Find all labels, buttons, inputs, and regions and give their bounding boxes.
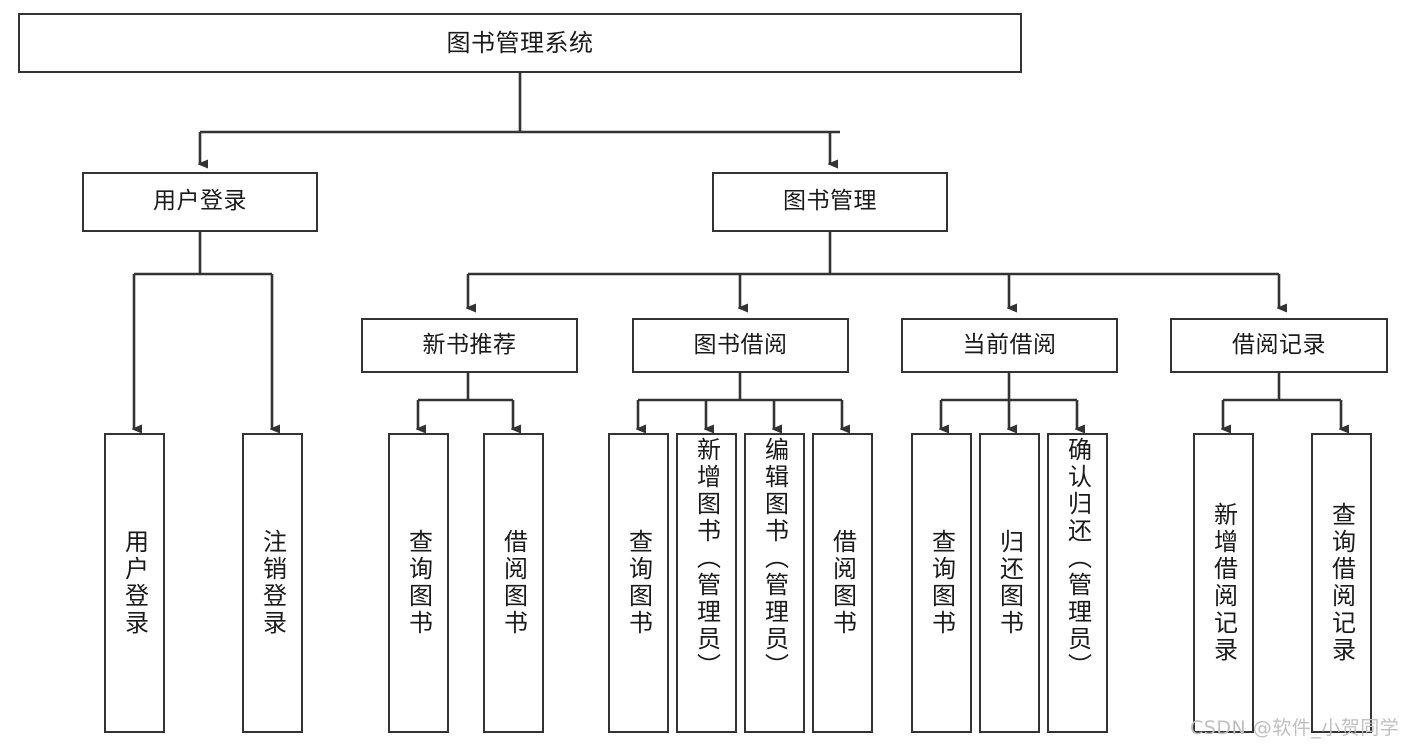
leaf-new-book-borrow[interactable]: 借阅图书 bbox=[483, 433, 544, 733]
node-root-book-management-system[interactable]: 图书管理系统 bbox=[18, 13, 1022, 73]
node-label: 确认归还（管理员） bbox=[1063, 437, 1092, 680]
leaf-user-login-signin[interactable]: 用户登录 bbox=[104, 433, 165, 733]
node-label: 查询图书 bbox=[404, 529, 433, 637]
leaf-borrow-query-book[interactable]: 查询图书 bbox=[608, 433, 669, 733]
node-label: 借阅图书 bbox=[499, 529, 528, 637]
node-label: 用户登录 bbox=[120, 529, 149, 637]
node-label: 注销登录 bbox=[258, 529, 287, 637]
node-label: 借阅记录 bbox=[1232, 331, 1326, 358]
node-user-login[interactable]: 用户登录 bbox=[82, 172, 318, 232]
csdn-watermark: CSDN @软件_小贺同学 bbox=[1190, 717, 1400, 739]
leaf-borrow-add-book-admin[interactable]: 新增图书（管理员） bbox=[676, 433, 737, 733]
leaf-current-query-book[interactable]: 查询图书 bbox=[911, 433, 972, 733]
node-label: 借阅图书 bbox=[828, 529, 857, 637]
leaf-borrow-borrow-book[interactable]: 借阅图书 bbox=[812, 433, 873, 733]
node-label: 查询借阅记录 bbox=[1327, 502, 1356, 664]
node-label: 新书推荐 bbox=[422, 331, 517, 358]
node-label: 编辑图书（管理员） bbox=[760, 437, 789, 680]
leaf-record-query-record[interactable]: 查询借阅记录 bbox=[1311, 433, 1372, 733]
node-borrow-record[interactable]: 借阅记录 bbox=[1170, 318, 1388, 373]
leaf-borrow-edit-book-admin[interactable]: 编辑图书（管理员） bbox=[744, 433, 805, 733]
leaf-record-add-record[interactable]: 新增借阅记录 bbox=[1193, 433, 1254, 733]
leaf-current-confirm-return-admin[interactable]: 确认归还（管理员） bbox=[1047, 433, 1108, 733]
node-label: 新增借阅记录 bbox=[1209, 502, 1238, 664]
node-label: 查询图书 bbox=[927, 529, 956, 637]
node-label: 图书借阅 bbox=[693, 331, 788, 358]
node-label: 归还图书 bbox=[995, 529, 1024, 637]
node-label: 图书管理系统 bbox=[446, 28, 594, 57]
node-label: 查询图书 bbox=[624, 529, 653, 637]
leaf-new-book-query[interactable]: 查询图书 bbox=[388, 433, 449, 733]
node-label: 用户登录 bbox=[153, 188, 247, 215]
node-label: 图书管理 bbox=[783, 188, 877, 215]
leaf-current-return-book[interactable]: 归还图书 bbox=[979, 433, 1040, 733]
leaf-user-login-signout[interactable]: 注销登录 bbox=[242, 433, 303, 733]
node-label: 新增图书（管理员） bbox=[692, 437, 721, 680]
node-new-book-recommend[interactable]: 新书推荐 bbox=[361, 318, 578, 373]
node-book-borrow[interactable]: 图书借阅 bbox=[632, 318, 849, 373]
node-book-management[interactable]: 图书管理 bbox=[712, 172, 948, 232]
node-label: 当前借阅 bbox=[962, 331, 1057, 358]
node-current-borrow[interactable]: 当前借阅 bbox=[901, 318, 1118, 373]
